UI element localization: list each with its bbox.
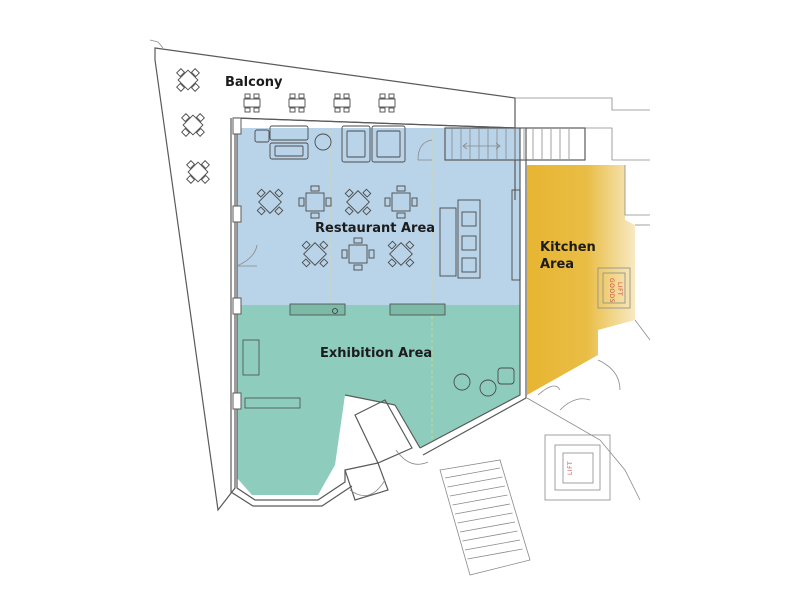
stair-tread [464,539,521,551]
stair-tread [447,476,503,488]
stair-tread [452,494,508,506]
kitchen-area-label-line2: Area [540,257,574,272]
restaurant-area-label: Restaurant Area [315,221,435,236]
stair-tread [449,485,506,497]
north-stairs [444,127,586,161]
goods-lift-label-line2: LIFT [616,282,623,296]
stair-tread [454,503,511,515]
exhibition-area-zone[interactable] [237,305,520,495]
restaurant-area-zone[interactable] [237,128,520,305]
booth-seating [439,189,521,281]
stair-tread [444,467,501,479]
goods-lift-label-line1: GOODS [608,278,615,303]
east-structure [515,95,800,515]
kitchen-area-label-line1: Kitchen [540,240,596,255]
balcony-furniture [176,68,396,184]
restaurant-tables [256,185,418,271]
stair-tread [457,512,513,524]
stair-tread [459,521,516,533]
balcony-label: Balcony [225,75,283,90]
exhibition-area-label: Exhibition Area [320,346,432,361]
lounge-furniture [254,125,433,163]
stair-tread [462,530,518,542]
service-counters [242,303,446,409]
west-windows [232,117,258,410]
south-stairs [349,449,531,576]
exhibition-furniture [453,367,515,397]
stair-tread [467,548,523,560]
lift-label: LIFT [567,461,574,475]
kitchen-area-zone[interactable] [527,165,635,395]
